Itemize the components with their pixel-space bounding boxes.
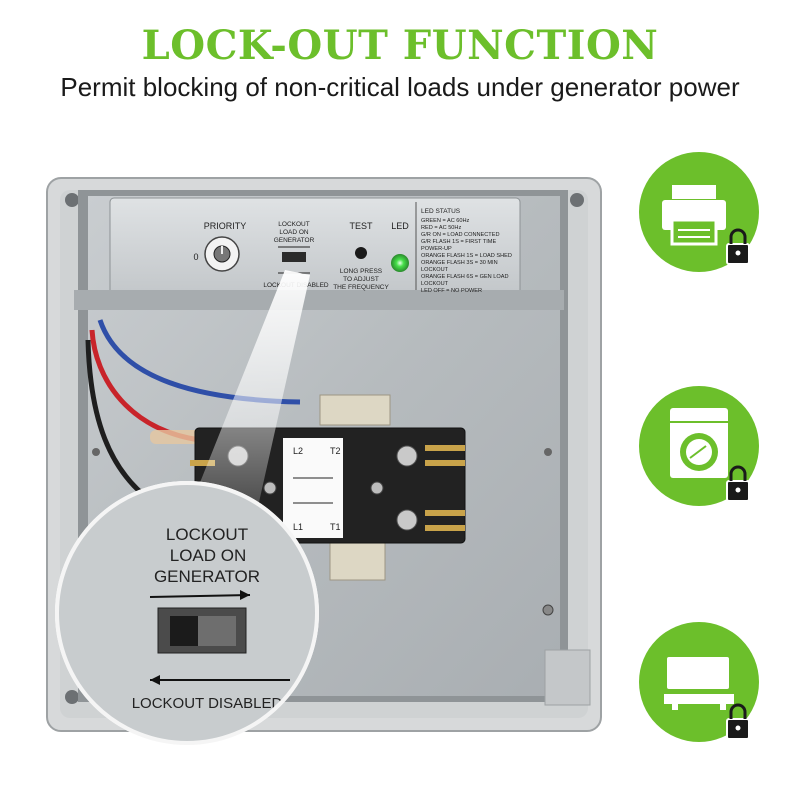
led-status-line: LOCKOUT: [421, 267, 449, 273]
padlock-icon: [726, 703, 750, 740]
led-status-line: G/R ON = LOAD CONNECTED: [421, 232, 499, 238]
led-status-line: RED = AC 50Hz: [421, 225, 461, 231]
led-status-line: ORANGE FLASH 3S = 30 MIN: [421, 260, 498, 266]
test-note-3: THE FREQUENCY: [333, 284, 389, 291]
led-status-line: ORANGE FLASH 1S = LOAD SHED: [421, 253, 512, 259]
priority-zero-label: 0: [193, 252, 198, 262]
led-status-line: ORANGE FLASH 6S = GEN LOAD: [421, 274, 509, 280]
zoom-lockout-label: LOCKOUT: [166, 525, 248, 544]
zoom-magnifier: LOCKOUT LOAD ON GENERATOR LOCKOUT DISABL…: [55, 481, 319, 745]
zoom-lockout-disabled-label: LOCKOUT DISABLED: [132, 695, 283, 712]
printer-icon: [639, 152, 759, 272]
led-status-line: G/R FLASH 1S = FIRST TIME: [421, 239, 496, 245]
test-button[interactable]: [355, 247, 367, 259]
control-plate: PRIORITY 0 LOCKOUT LOAD ON GENERATOR LOC…: [74, 197, 564, 310]
padlock-icon: [726, 465, 750, 502]
led-status-title: LED STATUS: [421, 208, 461, 215]
test-note-2: TO ADJUST: [343, 276, 379, 283]
test-label: TEST: [349, 221, 373, 231]
led-status-line: LED OFF = NO POWER: [421, 288, 482, 294]
tv-icon: [639, 622, 759, 742]
led-status-line: GREEN = AC 60Hz: [421, 218, 470, 224]
side-icons: [639, 152, 759, 742]
contactor-l2: L2: [293, 446, 303, 456]
page-title: LOCK-OUT FUNCTION: [141, 22, 659, 69]
panel-lockout-switch[interactable]: [282, 252, 306, 262]
panel-lockout-label: LOCKOUT: [278, 221, 309, 228]
priority-label: PRIORITY: [204, 221, 247, 231]
page-subtitle: Permit blocking of non-critical loads un…: [60, 72, 740, 102]
led-label: LED: [391, 221, 409, 231]
test-note-1: LONG PRESS: [340, 268, 383, 275]
zoom-beam: [195, 270, 310, 520]
washing-machine-icon: [639, 386, 759, 506]
zoom-load-on-label: LOAD ON: [170, 546, 247, 565]
padlock-icon: [726, 228, 750, 265]
panel-generator-label: GENERATOR: [274, 237, 315, 244]
led-status-line: POWER-UP: [421, 246, 452, 252]
contactor-t1: T1: [330, 522, 341, 532]
zoom-generator-label: GENERATOR: [154, 567, 260, 586]
contactor-l1: L1: [293, 522, 303, 532]
panel-load-on-label: LOAD ON: [279, 229, 309, 236]
status-led: [391, 254, 409, 272]
contactor-t2: T2: [330, 446, 341, 456]
led-status-line: LOCKOUT: [421, 281, 449, 287]
